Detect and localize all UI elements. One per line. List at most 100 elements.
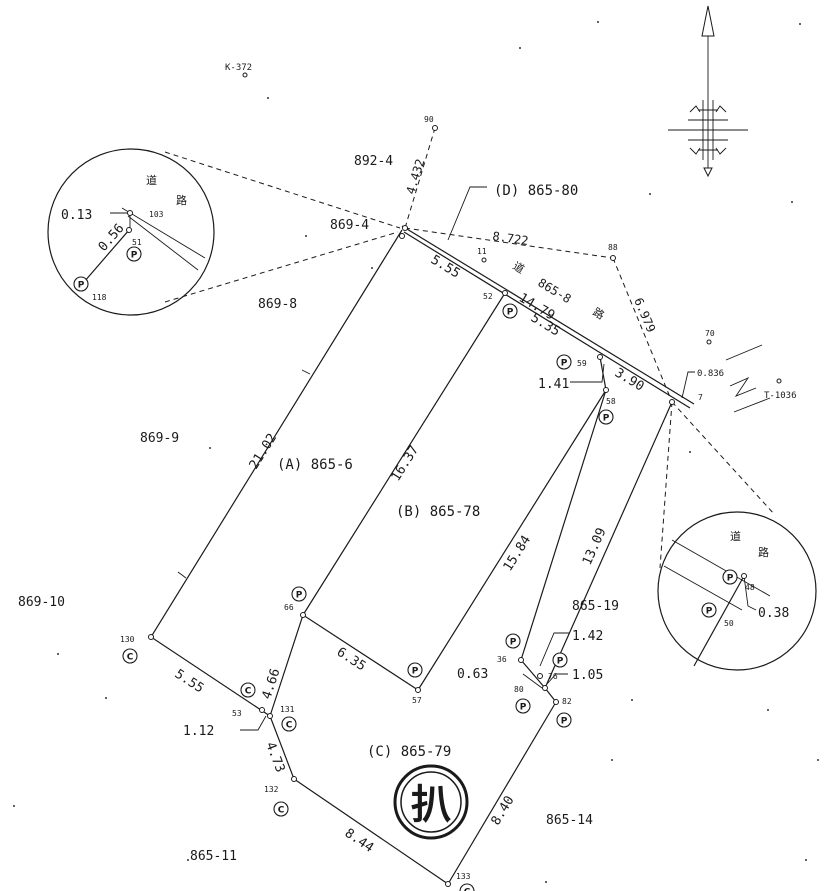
dim-8-722: 8.722 xyxy=(492,229,530,248)
p-marker: P xyxy=(556,712,572,728)
pt-88: 88 xyxy=(608,243,618,252)
pt-36: 36 xyxy=(497,655,507,664)
detail-circle-left xyxy=(47,148,215,316)
dim-21-02: 21.02 xyxy=(247,431,280,472)
p-marker: P xyxy=(556,354,572,370)
dim-0-63: 0.63 xyxy=(457,667,488,682)
c-marker: C xyxy=(122,648,138,664)
pt-11: 11 xyxy=(477,247,487,256)
road-char-1-left: 道 xyxy=(146,173,157,187)
pt-66: 66 xyxy=(284,603,294,612)
survey-points xyxy=(148,72,782,887)
svg-text:P: P xyxy=(561,359,568,369)
dim-1-42: 1.42 xyxy=(572,629,603,644)
p-marker: P xyxy=(73,276,89,292)
dim-4-73: 4.73 xyxy=(262,740,287,775)
p-marker: P xyxy=(291,586,307,602)
svg-text:C: C xyxy=(245,687,252,697)
ref-t: T-1036 xyxy=(764,391,797,401)
dim-0-38: 0.38 xyxy=(758,606,789,621)
dim-6-979: 6.979 xyxy=(631,296,658,335)
dim-8-40: 8.40 xyxy=(489,793,518,828)
p-markers: P P P P P P P P P P P P P xyxy=(73,246,738,728)
pt-80: 80 xyxy=(514,685,524,694)
road-char-2-right: 路 xyxy=(758,546,769,559)
reference-lines xyxy=(164,127,776,569)
p-marker: P xyxy=(515,698,531,714)
svg-text:C: C xyxy=(127,653,134,663)
p-marker: P xyxy=(598,409,614,425)
seal-stamp: 扒 xyxy=(393,764,469,840)
lot-b-label: (B) 865-78 xyxy=(396,504,480,520)
pt-51: 51 xyxy=(132,238,142,247)
svg-text:P: P xyxy=(412,667,419,677)
p-marker: P xyxy=(407,662,423,678)
svg-text:P: P xyxy=(78,281,85,291)
north-arrow-icon xyxy=(668,5,748,178)
pt-132: 132 xyxy=(264,785,279,794)
c-markers: C C C C C xyxy=(122,648,475,891)
dim-16-37: 16.37 xyxy=(389,443,422,484)
svg-text:P: P xyxy=(131,251,138,261)
pt-82: 82 xyxy=(562,697,572,706)
pt-118: 118 xyxy=(92,293,107,302)
pt-48: 48 xyxy=(745,583,755,592)
dim-0-836: 0.836 xyxy=(697,369,724,379)
p-marker: P xyxy=(505,633,521,649)
pt-103: 103 xyxy=(149,210,164,219)
svg-text:C: C xyxy=(464,888,471,891)
dim-0-13: 0.13 xyxy=(61,208,92,223)
p-marker: P xyxy=(722,569,738,585)
svg-text:P: P xyxy=(296,591,303,601)
neighbor-869-8: 869-8 xyxy=(258,297,297,312)
c-marker: C xyxy=(273,801,289,817)
dim-1-12: 1.12 xyxy=(183,724,214,739)
lot-c-label: (C) 865-79 xyxy=(367,744,451,760)
svg-text:P: P xyxy=(510,638,517,648)
pt-57: 57 xyxy=(412,696,422,705)
leader-lines xyxy=(240,186,695,731)
pt-131: 131 xyxy=(280,705,295,714)
pt-90: 90 xyxy=(424,115,434,124)
scan-specks xyxy=(13,21,819,883)
neighbor-892-4: 892-4 xyxy=(354,154,393,169)
svg-text:C: C xyxy=(278,806,285,816)
dim-15-84: 15.84 xyxy=(501,533,535,574)
svg-text:P: P xyxy=(557,657,564,667)
dim-4-432: 4.432 xyxy=(403,157,427,196)
pt-70: 70 xyxy=(705,329,715,338)
detail-circle-right xyxy=(657,511,817,671)
pt-76: 76 xyxy=(548,672,558,681)
svg-text:P: P xyxy=(706,607,713,617)
svg-text:P: P xyxy=(507,308,514,318)
svg-text:扒: 扒 xyxy=(411,781,451,828)
pt-7: 7 xyxy=(698,393,703,402)
pt-130: 130 xyxy=(120,635,135,644)
dim-1-05: 1.05 xyxy=(572,668,603,683)
road-char-1: 道 xyxy=(510,259,527,277)
ref-k: K-372 xyxy=(225,63,252,73)
dim-6-35: 6.35 xyxy=(334,645,368,675)
c-marker: C xyxy=(281,716,297,732)
pt-59: 59 xyxy=(577,359,587,368)
road-char-2-left: 路 xyxy=(176,194,187,207)
svg-text:P: P xyxy=(727,574,734,584)
dim-8-44: 8.44 xyxy=(342,826,376,856)
pt-58: 58 xyxy=(606,397,616,406)
neighbor-865-14: 865-14 xyxy=(546,813,593,828)
road-char-1-right: 道 xyxy=(730,529,741,543)
neighbor-869-9: 869-9 xyxy=(140,431,179,446)
p-marker: P xyxy=(552,652,568,668)
c-marker: C xyxy=(459,883,475,891)
lot-d-label: (D) 865-80 xyxy=(494,183,578,199)
c-marker: C xyxy=(240,682,256,698)
pt-133: 133 xyxy=(456,872,471,881)
road-edge xyxy=(401,225,771,413)
svg-text:P: P xyxy=(603,414,610,424)
dim-5-55-bottom: 5.55 xyxy=(172,667,206,697)
neighbor-869-4: 869-4 xyxy=(330,218,369,233)
neighbor-865-11: 865-11 xyxy=(190,849,237,864)
pt-50: 50 xyxy=(724,619,734,628)
